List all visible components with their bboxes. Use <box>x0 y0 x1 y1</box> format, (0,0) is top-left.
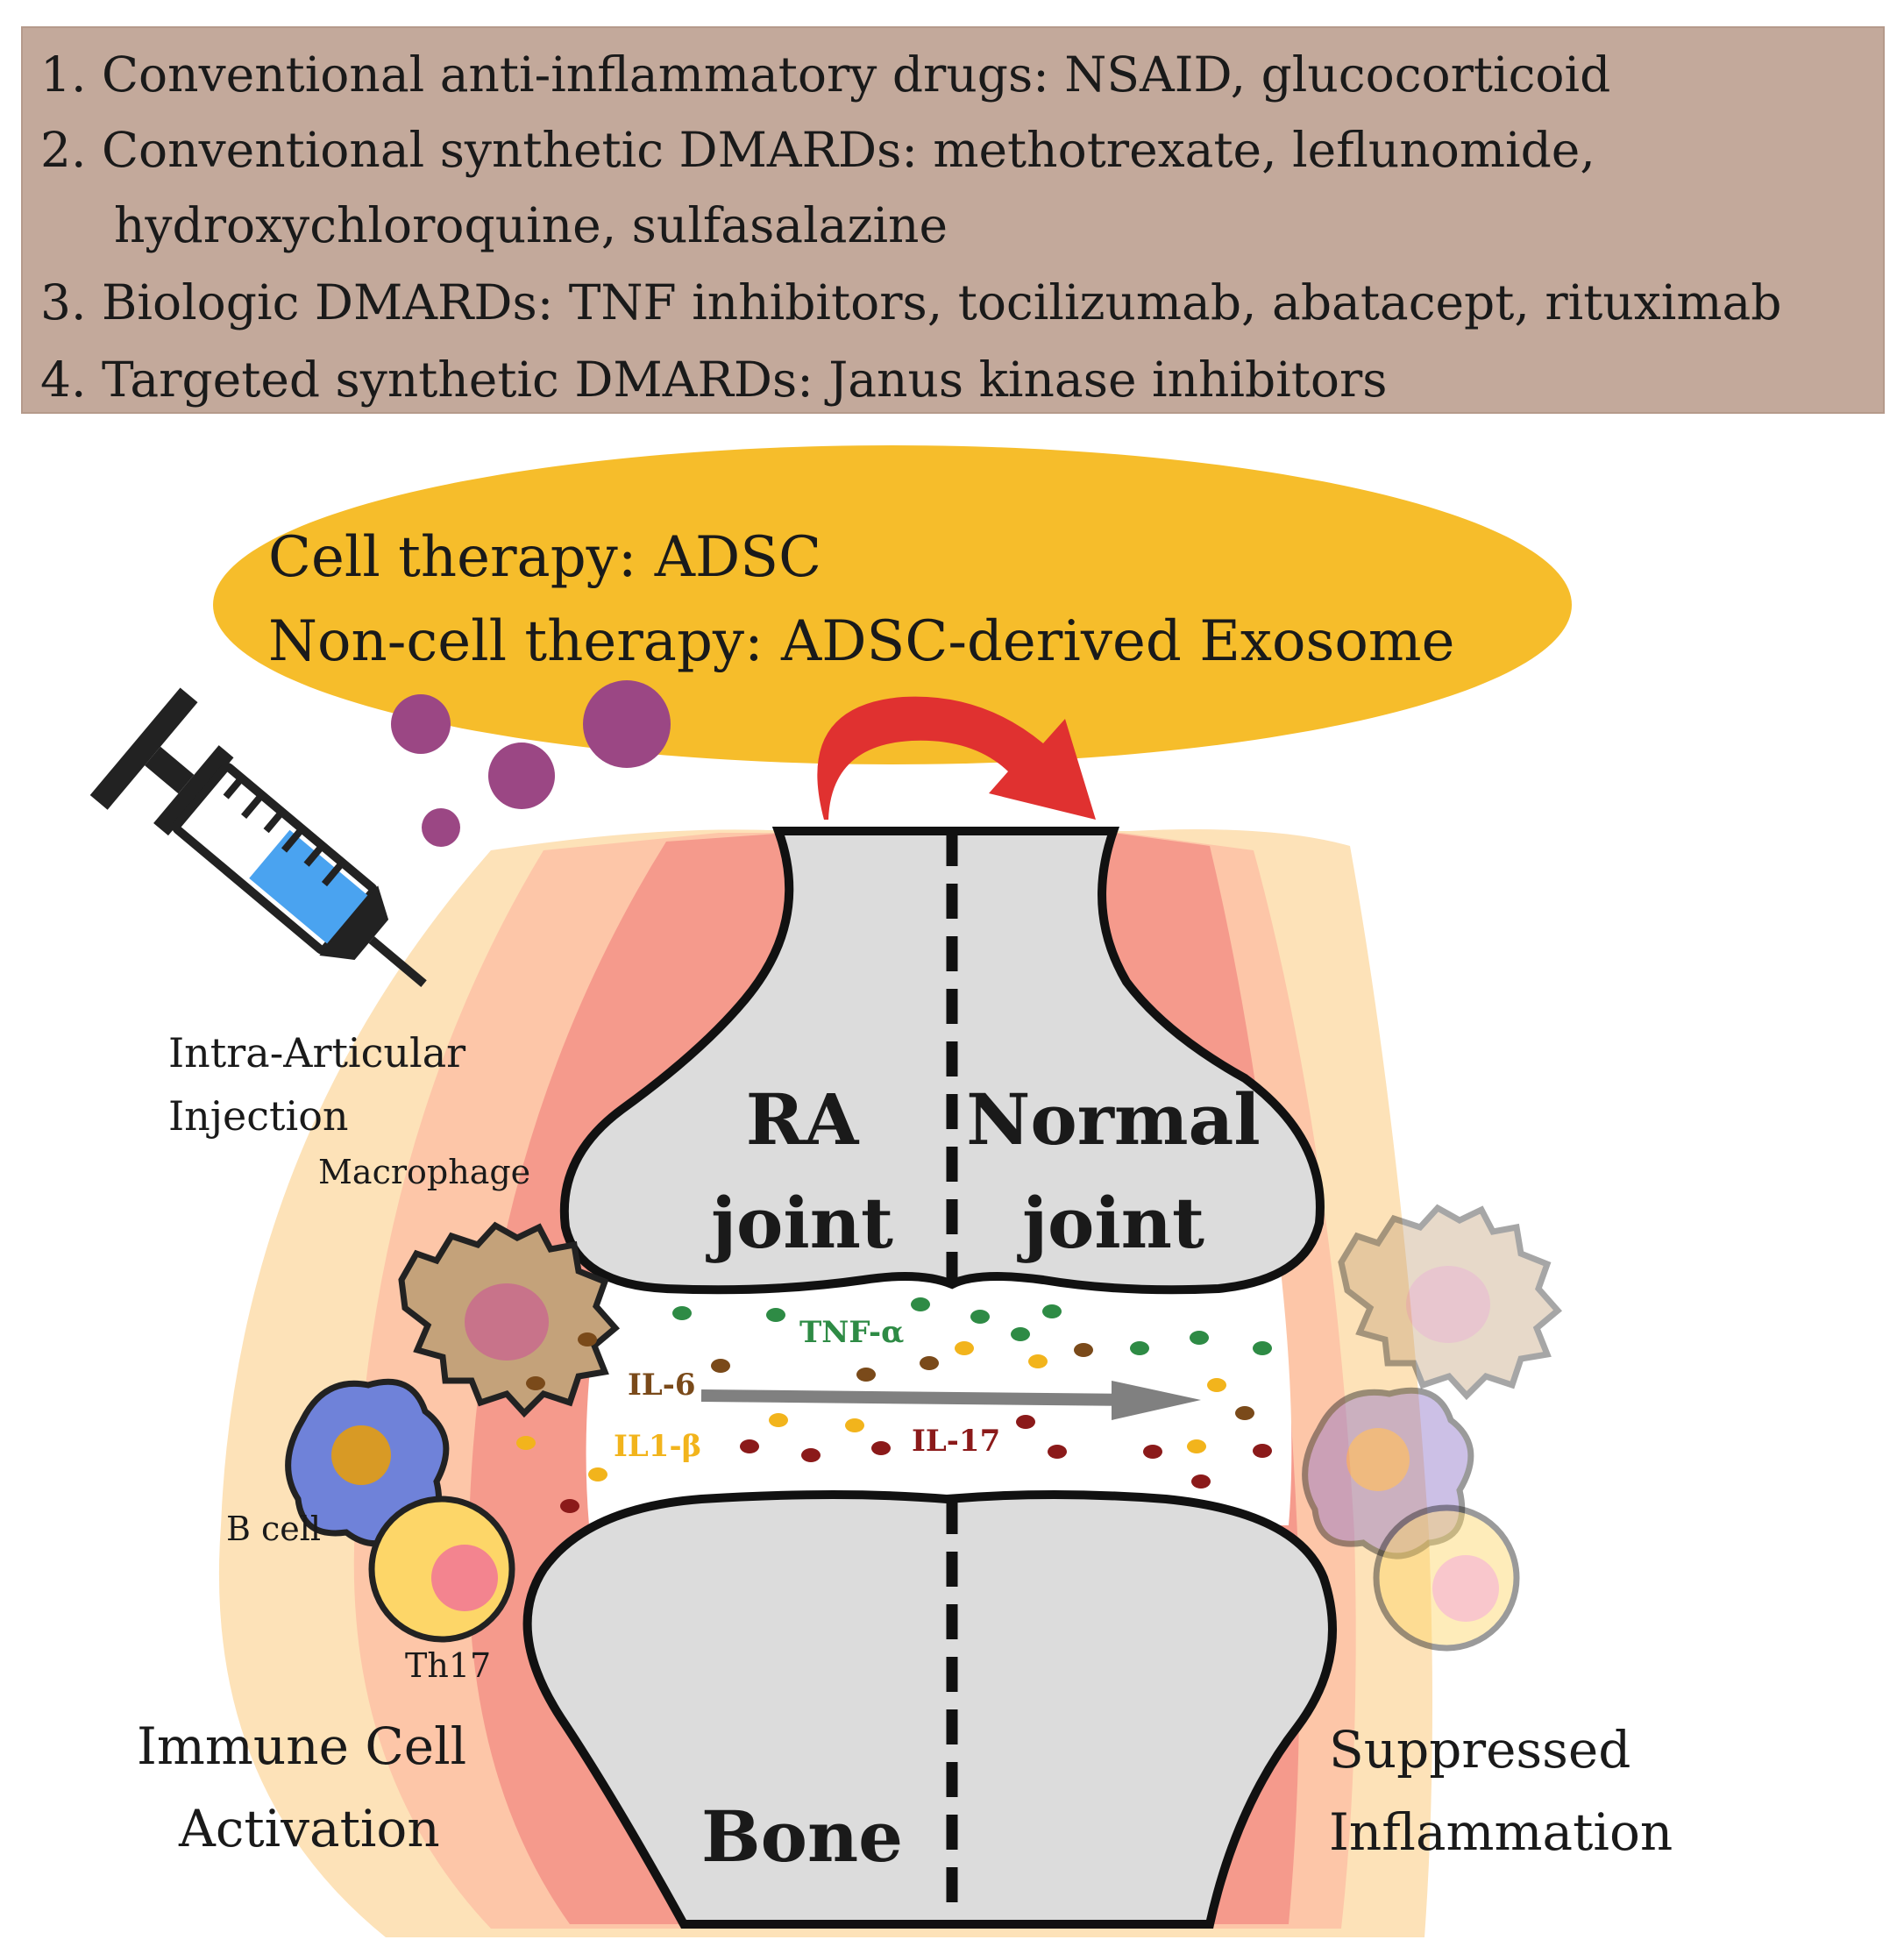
normal-joint-label-2: joint <box>1022 1182 1204 1264</box>
lower-bone <box>522 1490 1337 1929</box>
transition-arrow <box>817 696 1096 820</box>
immune-activation-label-1: Immune Cell <box>137 1716 467 1776</box>
injection-label-1: Intra-Articular <box>168 1029 466 1076</box>
normal-joint-label-1: Normal <box>966 1078 1261 1161</box>
macrophage-icon <box>398 1221 621 1418</box>
ra-joint-label-2: joint <box>711 1182 893 1264</box>
cytokine-dots <box>516 1297 1272 1513</box>
syringe-icon <box>89 687 427 987</box>
b-cell-icon-faded <box>1302 1387 1474 1560</box>
suppressed-inflammation-label-2: Inflammation <box>1329 1802 1673 1862</box>
cytokine-flow-arrow <box>700 1389 1132 1406</box>
suppressed-inflammation-label-1: Suppressed <box>1329 1720 1631 1780</box>
drug-item-2-continued: hydroxychloroquine, sulfasalazine <box>114 197 948 253</box>
exosome-dot <box>391 694 451 754</box>
drug-item-4: 4. Targeted synthetic DMARDs: Janus kina… <box>40 352 1388 408</box>
cytokine-flow-arrowhead <box>1112 1381 1201 1420</box>
macrophage-icon-faded <box>1338 1204 1563 1401</box>
th17-icon <box>368 1496 515 1643</box>
il17-label: IL-17 <box>912 1424 1001 1459</box>
drug-list-box: 1. Conventional anti-inflammatory drugs:… <box>21 26 1885 414</box>
th17-label: Th17 <box>405 1646 492 1685</box>
injection-label-2: Injection <box>168 1092 349 1140</box>
ra-joint-label-1: RA <box>745 1078 859 1161</box>
immune-activation-label-2: Activation <box>179 1799 440 1858</box>
tnf-alpha-label: TNF-α <box>799 1315 905 1350</box>
non-cell-therapy-label: Non-cell therapy: ADSC-derived Exosome <box>268 609 1455 674</box>
exosome-dot <box>488 743 555 809</box>
exosome-dot <box>422 808 460 847</box>
b-cell-icon <box>285 1378 450 1547</box>
cell-therapy-label: Cell therapy: ADSC <box>268 525 822 590</box>
macrophage-label: Macrophage <box>318 1153 531 1191</box>
drug-item-3: 3. Biologic DMARDs: TNF inhibitors, toci… <box>40 274 1782 330</box>
bone-label: Bone <box>701 1795 904 1878</box>
therapy-oval <box>213 445 1572 764</box>
il6-label: IL-6 <box>628 1368 696 1403</box>
il1b-label: IL1-β <box>614 1429 702 1464</box>
b-cell-label: B cell <box>226 1510 322 1548</box>
exosome-dot <box>583 680 671 768</box>
th17-icon-faded <box>1373 1504 1520 1652</box>
drug-item-2: 2. Conventional synthetic DMARDs: methot… <box>40 122 1595 178</box>
drug-item-1: 1. Conventional anti-inflammatory drugs:… <box>40 46 1611 103</box>
